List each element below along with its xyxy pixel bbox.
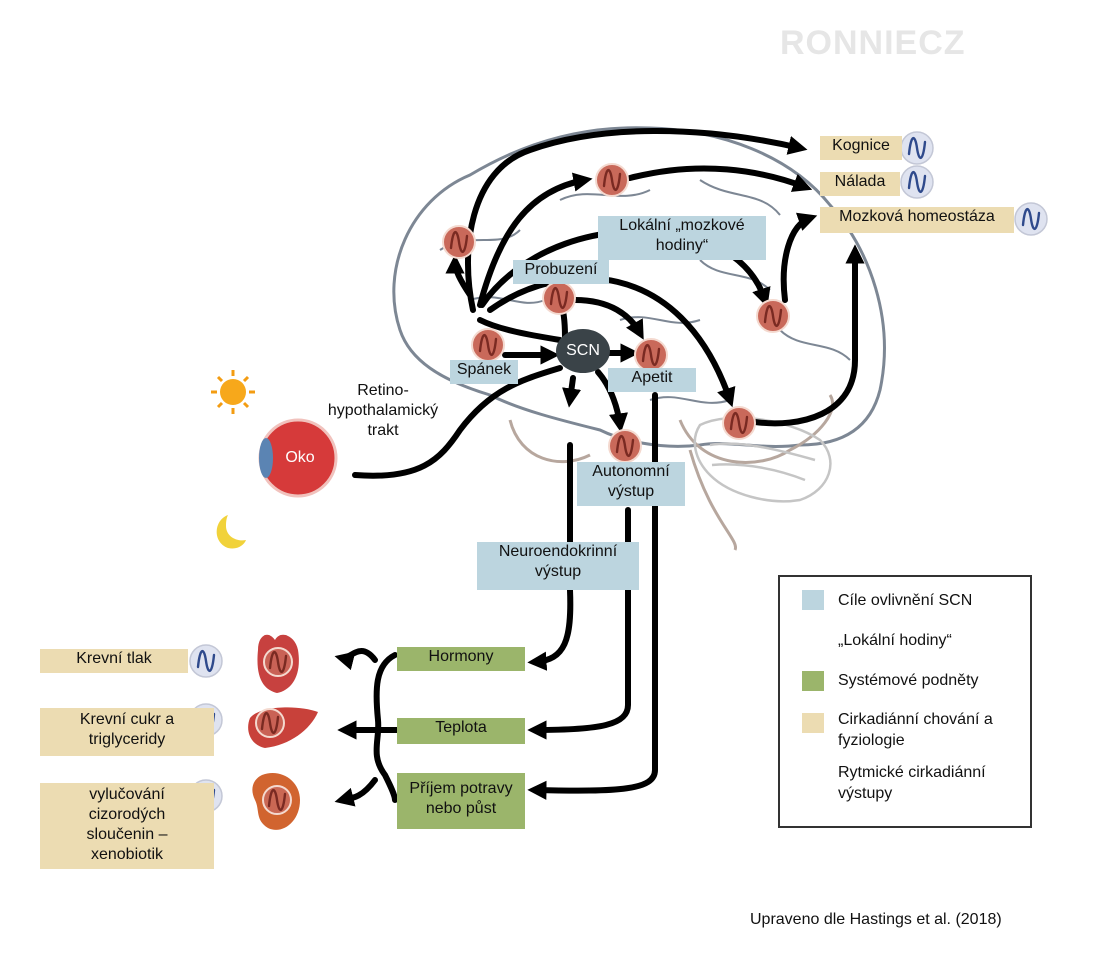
systemic-prijem-potravy: Příjem potravy nebo půst bbox=[397, 773, 525, 829]
tract-label: Retino- hypothalamický trakt bbox=[327, 382, 439, 439]
scn-label: SCN bbox=[566, 342, 600, 359]
output-homeostaza: Mozková homeostáza bbox=[820, 207, 1014, 233]
systemic-hormony: Hormony bbox=[397, 647, 525, 671]
legend-symbol-blue-square bbox=[802, 590, 824, 610]
target-autonomic: Autonomní výstup bbox=[577, 462, 685, 506]
legend: Cíle ovlivnění SCN „Lokální hodiny“ Syst… bbox=[778, 575, 1032, 828]
output-kognice: Kognice bbox=[820, 136, 902, 160]
sun-icon bbox=[211, 370, 255, 414]
systemic-teplota: Teplota bbox=[397, 718, 525, 744]
source-credit: Upraveno dle Hastings et al. (2018) bbox=[750, 911, 1002, 928]
target-sleep: Spánek bbox=[450, 360, 518, 384]
legend-label-systemic: Systémové podněty bbox=[838, 672, 979, 689]
legend-symbol-tan-square bbox=[802, 713, 824, 733]
legend-label-targets: Cíle ovlivnění SCN bbox=[838, 592, 973, 609]
arrows bbox=[334, 128, 865, 807]
physiology-krevni-cukr: Krevní cukr a triglyceridy bbox=[40, 708, 214, 756]
target-neuroendocrine: Neuroendokrinní výstup bbox=[477, 542, 639, 590]
legend-label-rhythm: Rytmické cirkadiánní výstupy bbox=[838, 764, 986, 802]
target-arousal: Probuzení bbox=[513, 260, 609, 284]
legend-label-behavior: Cirkadiánní chování a fyziologie bbox=[838, 711, 993, 749]
target-appetite: Apetit bbox=[608, 368, 696, 392]
scn-node bbox=[556, 329, 610, 373]
watermark: RONNIECZ bbox=[780, 24, 966, 62]
physiology-xenobiotika: vylučování cizorodých sloučenin – xenobi… bbox=[40, 783, 214, 869]
output-nalada: Nálada bbox=[820, 172, 900, 196]
target-local-brain-clocks: Lokální „mozkové hodiny“ bbox=[598, 216, 766, 260]
eye-illustration bbox=[258, 418, 338, 498]
moon-icon bbox=[216, 515, 246, 549]
physiology-krevni-tlak: Krevní tlak bbox=[40, 649, 188, 673]
legend-label-local-clock: „Lokální hodiny“ bbox=[838, 632, 952, 649]
eye-label: Oko bbox=[285, 449, 315, 466]
legend-symbol-green-square bbox=[802, 671, 824, 691]
